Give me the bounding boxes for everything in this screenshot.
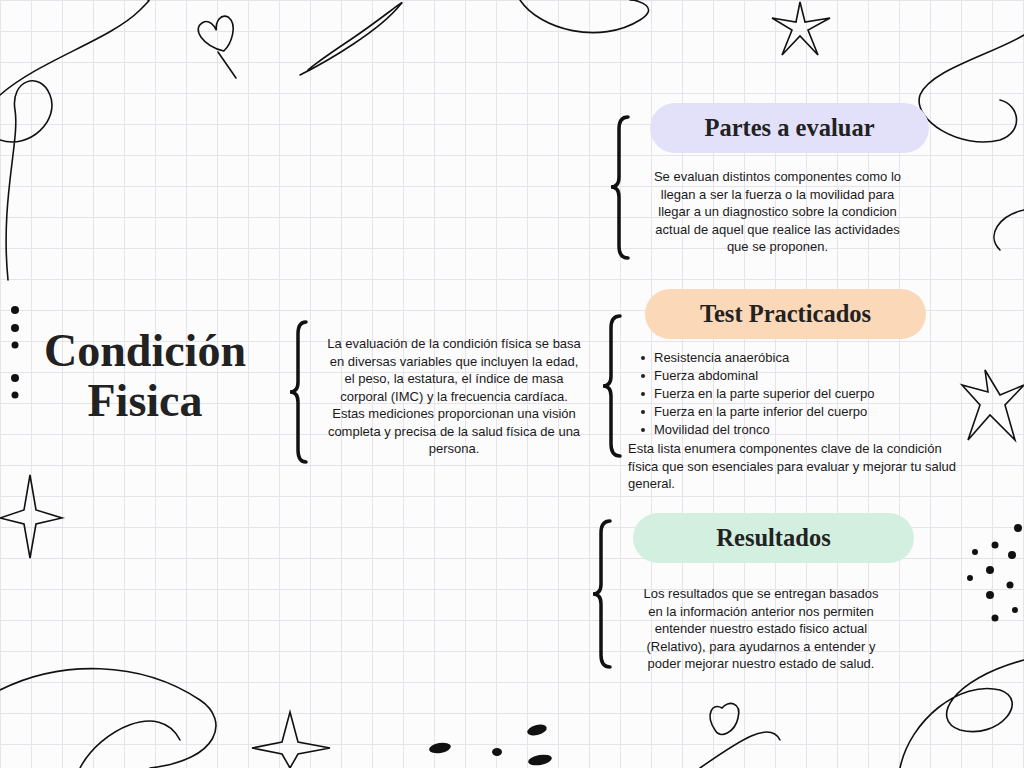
swirl: [919, 35, 1024, 142]
star: [962, 370, 1024, 440]
concept-node: Test PracticadosResistencia anaeróbicaFu…: [625, 287, 965, 495]
bullet-dot: [641, 356, 645, 360]
list-item: Fuerza abdominal: [654, 367, 954, 385]
list-item: Fuerza en la parte inferior del cuerpo: [654, 403, 954, 421]
swirl: [994, 210, 1024, 250]
heading-pill: Partes a evaluar: [650, 103, 929, 153]
dots: [11, 306, 1022, 767]
heading-pill: Test Practicados: [645, 289, 926, 339]
star: [252, 712, 330, 768]
swirl: [520, 0, 649, 33]
bullet-dot: [641, 428, 645, 432]
body-text: Los resultados que se entregan basados e…: [635, 585, 887, 673]
swirl: [0, 669, 216, 768]
bullet-dot: [641, 374, 645, 378]
list-item: Movilidad del tronco: [654, 421, 954, 439]
bullet-dot: [641, 392, 645, 396]
swirl: [0, 81, 52, 280]
star: [0, 475, 62, 558]
swirl: [900, 660, 1024, 768]
description-text: La evaluación de la condición física se …: [326, 335, 582, 458]
swirl: [300, 3, 402, 75]
star: [772, 2, 830, 55]
swirl: [218, 52, 236, 78]
curly-brackets: [290, 117, 628, 667]
list-item: Fuerza en la parte superior del cuerpo: [654, 385, 954, 403]
bullet-dot: [641, 410, 645, 414]
diagram-title: Condición Fisica: [10, 326, 280, 426]
heart: [710, 703, 739, 734]
swirl: [700, 732, 780, 768]
concept-node: ResultadosLos resultados que se entregan…: [630, 511, 895, 675]
swirl: [80, 721, 180, 768]
body-text: Esta lista enumera componentes clave de …: [628, 440, 963, 493]
swirl: [0, 0, 149, 95]
body-text: Se evaluan distintos componentes como lo…: [645, 168, 910, 256]
list-item: Resistencia anaeróbica: [654, 349, 954, 367]
heart: [196, 13, 240, 57]
heading-pill: Resultados: [633, 513, 914, 563]
concept-node: Partes a evaluarSe evaluan distintos com…: [645, 100, 915, 258]
